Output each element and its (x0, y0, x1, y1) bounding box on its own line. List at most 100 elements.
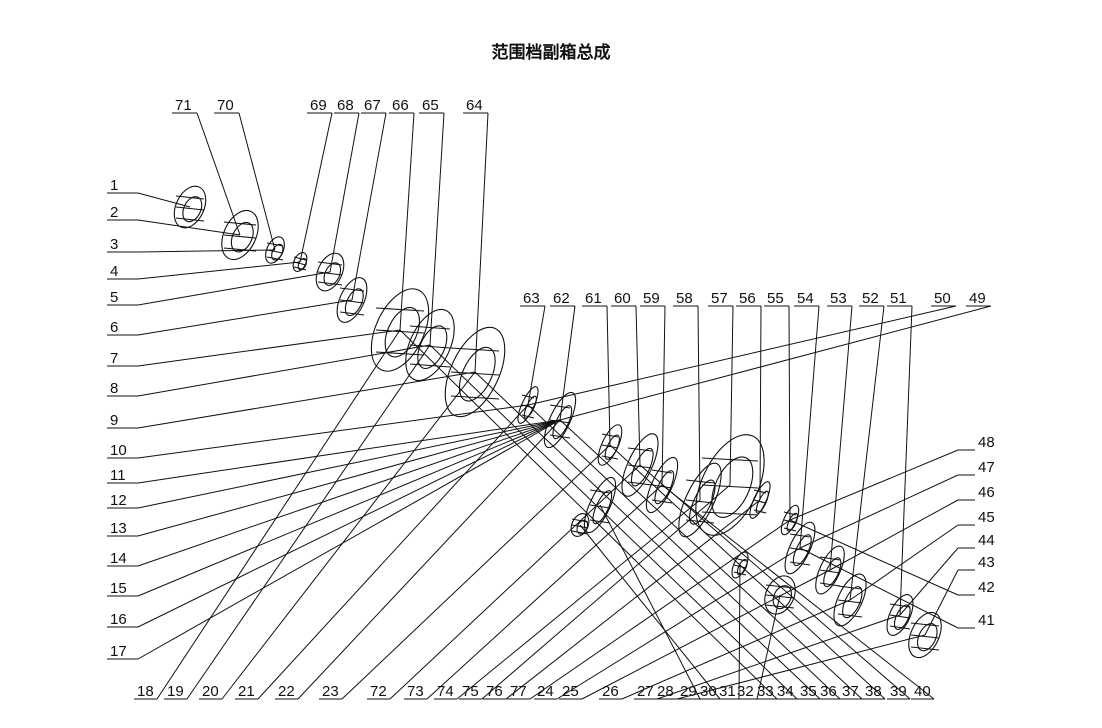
callout-number: 69 (310, 97, 327, 114)
callout-20: 20 (199, 371, 476, 700)
callout-50: 50 (527, 290, 957, 406)
callout-13: 13 (107, 419, 561, 537)
callout-53: 53 (827, 290, 853, 571)
part-20 (833, 573, 867, 627)
callout-27: 27 (634, 614, 901, 700)
callout-number: 63 (523, 290, 540, 307)
callout-33: 33 (399, 329, 778, 700)
callout-number: 64 (466, 97, 483, 114)
part-6 (370, 288, 430, 372)
callout-46: 46 (829, 484, 995, 571)
callout-number: 31 (719, 683, 736, 700)
callout-number: 47 (978, 459, 995, 476)
callout-number: 22 (278, 683, 295, 700)
callout-8: 8 (107, 344, 431, 397)
callout-number: 57 (711, 290, 728, 307)
callout-24: 24 (534, 547, 801, 700)
callout-number: 3 (110, 236, 118, 253)
callout-62: 62 (550, 290, 576, 421)
callout-11: 11 (107, 419, 561, 484)
part-7 (405, 308, 455, 382)
callout-number: 54 (797, 290, 814, 307)
callout-44: 44 (899, 532, 995, 616)
callout-18: 18 (134, 329, 401, 700)
part-11 (597, 424, 623, 466)
callout-number: 26 (602, 683, 619, 700)
callout-16: 16 (107, 419, 561, 628)
callout-number: 6 (110, 319, 118, 336)
callout-63: 63 (520, 290, 546, 406)
callout-26: 26 (599, 599, 851, 700)
callout-number: 17 (110, 643, 127, 660)
callout-68: 68 (329, 97, 360, 273)
callout-number: 48 (978, 434, 995, 451)
part-4 (315, 252, 345, 292)
callout-number: 29 (680, 683, 697, 700)
callout-38: 38 (609, 444, 886, 700)
callout-77: 77 (507, 519, 791, 700)
callout-number: 20 (202, 683, 219, 700)
callout-number: 72 (370, 683, 387, 700)
callout-9: 9 (107, 371, 476, 429)
callout-number: 68 (337, 97, 354, 114)
callout-17: 17 (107, 419, 561, 660)
callout-number: 77 (510, 683, 527, 700)
callout-36: 36 (527, 404, 841, 700)
callout-number: 74 (437, 683, 454, 700)
callout-64: 64 (463, 97, 489, 373)
callout-60: 60 (611, 290, 641, 466)
callout-number: 33 (757, 683, 774, 700)
callout-number: 73 (407, 683, 424, 700)
callout-number: 55 (767, 290, 784, 307)
part-10 (543, 391, 577, 449)
callout-52: 52 (849, 290, 885, 601)
callout-number: 52 (862, 290, 879, 307)
callout-48: 48 (789, 434, 995, 521)
callout-number: 24 (537, 683, 554, 700)
callout-number: 15 (110, 580, 127, 597)
callout-number: 50 (934, 290, 951, 307)
callout-number: 13 (110, 520, 127, 537)
callout-number: 32 (737, 683, 754, 700)
part-13 (645, 456, 679, 514)
callout-number: 75 (462, 683, 479, 700)
callout-number: 42 (978, 579, 995, 596)
callout-number: 56 (739, 290, 756, 307)
callout-number: 18 (137, 683, 154, 700)
callout-41: 41 (799, 547, 995, 629)
callout-51: 51 (887, 290, 913, 616)
callout-number: 43 (978, 554, 995, 571)
callout-25: 25 (559, 569, 831, 700)
callout-number: 71 (175, 97, 192, 114)
callout-23: 23 (319, 444, 611, 700)
callout-45: 45 (849, 509, 995, 601)
callout-71: 71 (172, 97, 241, 236)
part-8 (444, 326, 506, 418)
part-19 (815, 545, 845, 595)
callout-number: 14 (110, 550, 127, 567)
callout-number: 40 (914, 683, 931, 700)
callout-number: 45 (978, 509, 995, 526)
callout-14: 14 (107, 419, 561, 567)
callout-22: 22 (275, 419, 561, 700)
callout-72: 72 (367, 464, 641, 700)
callout-number: 67 (364, 97, 381, 114)
callout-number: 21 (238, 683, 255, 700)
callout-75: 75 (459, 484, 731, 700)
callout-61: 61 (582, 290, 611, 446)
callout-number: 51 (890, 290, 907, 307)
callout-43: 43 (924, 554, 995, 636)
callout-2: 2 (107, 204, 241, 236)
callout-number: 30 (700, 683, 717, 700)
diagram-title: 范围档副箱总成 (491, 43, 611, 63)
callout-56: 56 (736, 290, 762, 501)
callout-number: 1 (110, 177, 118, 194)
callout-number: 65 (422, 97, 439, 114)
callout-number: 46 (978, 484, 995, 501)
callout-number: 4 (110, 263, 118, 280)
callout-10: 10 (107, 404, 529, 459)
callout-31: 31 (716, 564, 741, 700)
part-5 (336, 277, 368, 323)
callout-76: 76 (483, 499, 761, 700)
